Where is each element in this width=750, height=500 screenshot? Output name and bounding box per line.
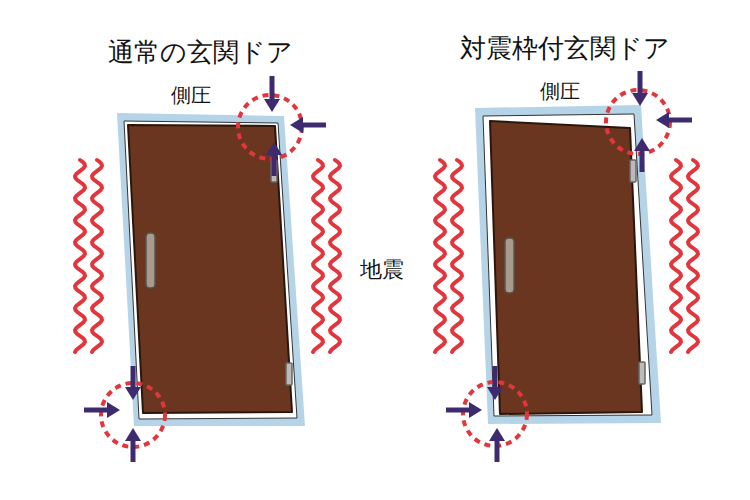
pressure-arrow-head	[634, 138, 650, 151]
quake-wave	[452, 160, 462, 352]
door-heading: 対震枠付玄関ドア	[460, 34, 670, 63]
door-handle	[505, 238, 514, 293]
pressure-arrow-shaft	[493, 366, 498, 387]
pressure-arrow-head	[469, 402, 482, 418]
pressure-arrow-shaft	[303, 123, 326, 128]
pressure-arrow-head	[290, 117, 303, 133]
door-handle	[146, 233, 155, 288]
quake-wave	[435, 160, 445, 352]
quake-wave	[330, 160, 340, 352]
door-leaf	[490, 121, 642, 414]
pressure-arrow-head	[264, 99, 280, 112]
door-hinge	[639, 362, 645, 384]
focus-circle	[101, 383, 165, 447]
pressure-arrow-shaft	[272, 155, 277, 176]
frame-inner	[124, 121, 297, 419]
quake-wave	[92, 160, 102, 352]
pressure-arrow-head	[632, 93, 648, 106]
pressure-arrow-shaft	[495, 441, 500, 462]
annotation-label: 側圧	[171, 84, 211, 106]
pressure-arrow-head	[107, 402, 120, 418]
pressure-arrow-shaft	[640, 151, 645, 172]
pressure-arrow-shaft	[669, 118, 692, 123]
pressure-arrow-head	[266, 142, 282, 155]
pressure-arrow-head	[487, 387, 503, 400]
door-heading: 通常の玄関ドア	[108, 38, 293, 67]
pressure-arrow-shaft	[84, 408, 107, 413]
door-hinge	[286, 363, 292, 385]
pressure-arrow-shaft	[270, 76, 275, 99]
pressure-arrow-head	[489, 428, 505, 441]
pressure-arrow-head	[125, 387, 141, 400]
quake-wave	[313, 160, 323, 352]
pressure-arrow-shaft	[131, 366, 136, 387]
annotation-label: 地震	[360, 258, 404, 282]
annotation-label: 側圧	[540, 80, 580, 102]
door-hinge	[630, 160, 636, 182]
pressure-arrow-head	[125, 428, 141, 441]
pressure-arrow-shaft	[638, 71, 643, 93]
door-frame	[117, 113, 305, 426]
focus-circle	[238, 95, 302, 159]
pressure-arrow-shaft	[446, 408, 469, 413]
quake-wave	[75, 160, 85, 352]
door-leaf	[128, 125, 292, 413]
pressure-arrow-shaft	[131, 441, 136, 462]
quake-wave	[688, 160, 698, 352]
pressure-arrow-head	[656, 112, 669, 128]
quake-wave	[671, 160, 681, 352]
frame-inner	[483, 114, 652, 416]
focus-circle	[463, 382, 527, 446]
focus-circle	[606, 90, 670, 154]
